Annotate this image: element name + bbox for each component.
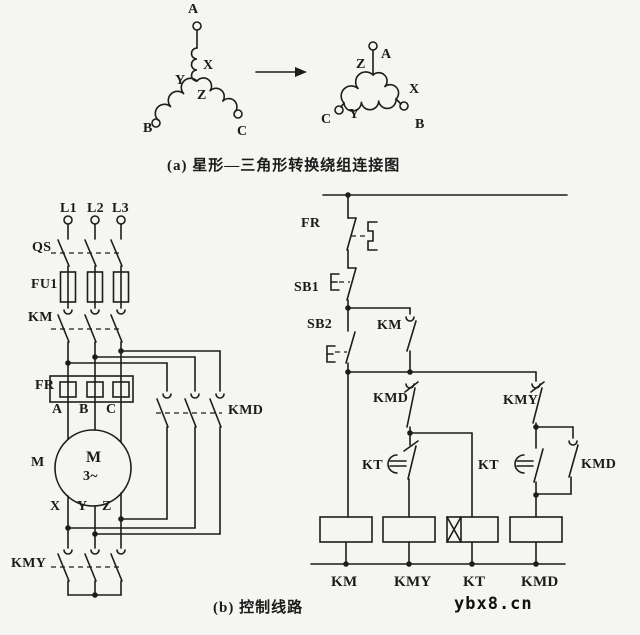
motor-terminal-b-label: B (79, 402, 89, 417)
delta-winding-y-label: Y (349, 107, 360, 122)
star-contactor-kmy-label: KMY (11, 556, 47, 571)
motor-symbol-m: M (86, 449, 102, 466)
stop-button-sb1-label: SB1 (294, 280, 320, 295)
star-winding-x-label: X (203, 58, 214, 73)
delta-terminal-c-label: C (321, 112, 332, 127)
watermark: ybx8.cn (454, 594, 533, 614)
motor-m-label: M (31, 455, 45, 470)
fuse-fu1-label: FU1 (31, 277, 58, 292)
delta-winding-diagram (334, 41, 409, 115)
caption-a: (a) 星形—三角形转换绕组连接图 (167, 158, 401, 174)
kmd-nc-contact-label: KMD (373, 391, 409, 406)
motor-symbol-3ph: 3~ (83, 469, 98, 484)
star-winding-y-label: Y (175, 73, 186, 88)
contactor-km-label: KM (28, 310, 53, 325)
fr-contact-label: FR (301, 216, 321, 231)
switch-qs-label: QS (32, 240, 52, 255)
coil-kmd-label: KMD (521, 574, 559, 590)
phase-l1-label: L1 (60, 201, 77, 216)
start-button-sb2-label: SB2 (307, 317, 333, 332)
control-circuit-diagram (310, 192, 579, 567)
kt-no-contact-label: KT (478, 458, 499, 473)
km-seal-contact-label: KM (377, 318, 402, 333)
coil-kt-label: KT (463, 574, 486, 590)
motor-terminal-a-label: A (52, 402, 63, 417)
main-circuit-diagram (49, 215, 225, 598)
coil-km-label: KM (331, 574, 358, 590)
thermal-fr-label: FR (35, 378, 55, 393)
delta-terminal-a-label: A (381, 47, 392, 62)
delta-winding-x-label: X (409, 82, 420, 97)
star-terminal-c-label: C (237, 124, 248, 139)
delta-winding-z-label: Z (356, 57, 366, 72)
star-terminal-b-label: B (143, 121, 153, 136)
star-terminal-a-label: A (188, 2, 199, 17)
motor-terminal-y-label: Y (77, 499, 88, 514)
transform-arrow-icon (255, 67, 307, 77)
caption-b: (b) 控制线路 (213, 600, 304, 616)
kmy-nc-contact-label: KMY (503, 393, 539, 408)
motor-terminal-x-label: X (50, 499, 61, 514)
phase-l3-label: L3 (112, 201, 129, 216)
coil-kmy-label: KMY (394, 574, 432, 590)
kt-nc-contact-label: KT (362, 458, 383, 473)
delta-terminal-b-label: B (415, 117, 425, 132)
star-winding-z-label: Z (197, 88, 207, 103)
phase-l2-label: L2 (87, 201, 104, 216)
kmd-no-contact-label: KMD (581, 457, 617, 472)
motor-terminal-c-label: C (106, 402, 117, 417)
star-winding-diagram (151, 21, 243, 128)
delta-contactor-kmd-label: KMD (228, 403, 264, 418)
motor-terminal-z-label: Z (102, 499, 112, 514)
